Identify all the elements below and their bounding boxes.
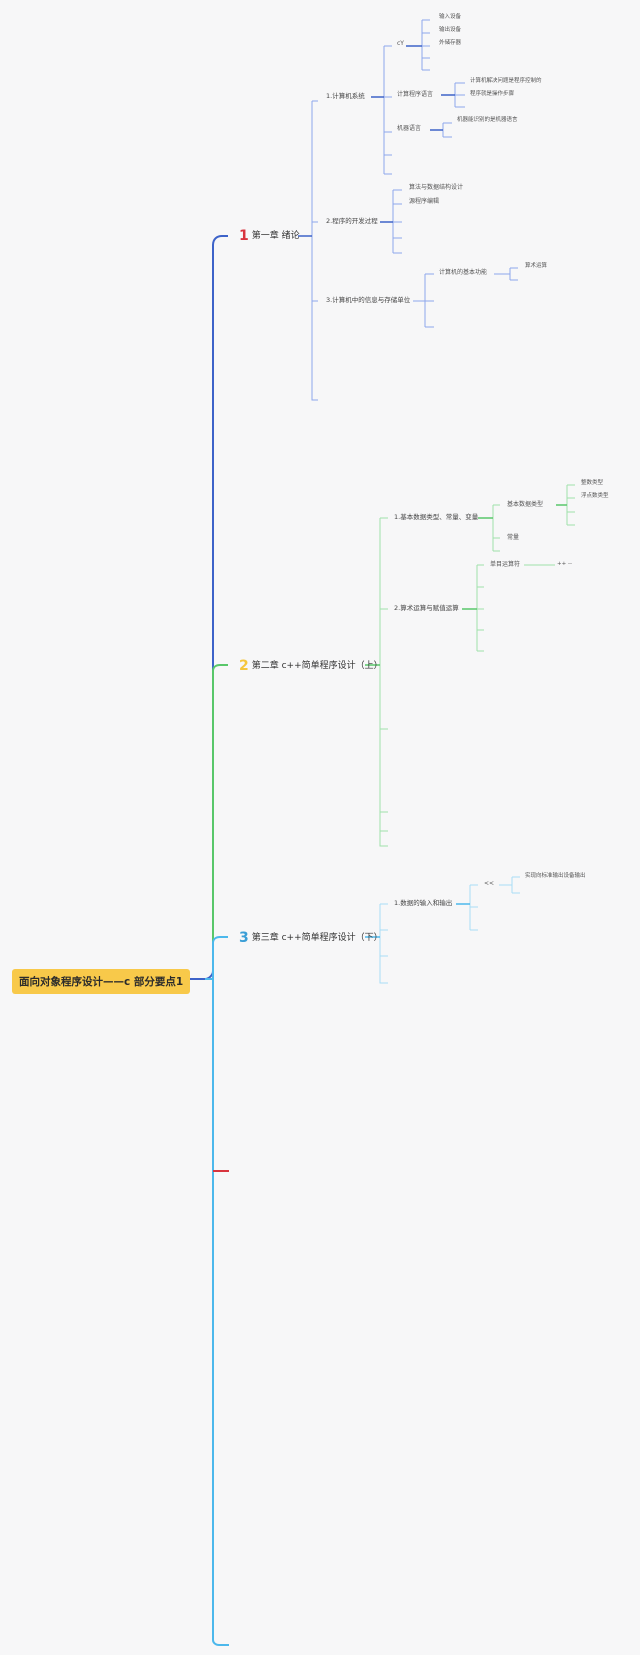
ch1-leaf-input-device[interactable]: 输入设备 bbox=[439, 14, 462, 20]
chapter-1-number: 1 bbox=[239, 228, 249, 244]
ch1-s1-item-language[interactable]: 计算程序语言 bbox=[397, 91, 434, 98]
ch2-section-2[interactable]: 2.算术运算与赋值运算 bbox=[394, 604, 459, 612]
ch1-section-3[interactable]: 3.计算机中的信息与存储单位 bbox=[326, 296, 411, 304]
ch2-leaf-float-type[interactable]: 浮点数类型 bbox=[581, 493, 609, 499]
ch1-s2-item-source-edit[interactable]: 源程序编辑 bbox=[409, 198, 440, 205]
ch1-connectors bbox=[298, 19, 518, 401]
chapter-3-number: 3 bbox=[239, 930, 249, 946]
ch1-leaf-arithmetic[interactable]: 算术运算 bbox=[525, 263, 548, 269]
ch3-main-link bbox=[365, 903, 470, 938]
ch2-s2-item-unary-op[interactable]: 单目运算符 bbox=[490, 561, 521, 568]
trunk-to-ch3 bbox=[212, 936, 228, 979]
ch1-leaf-machine-recognizes[interactable]: 机器能识别的是机器语言 bbox=[457, 117, 518, 123]
ch1-section-1[interactable]: 1.计算机系统 bbox=[326, 92, 365, 100]
ch3-section-1[interactable]: 1.数据的输入和输出 bbox=[394, 899, 453, 907]
ch1-s3-item-basic-function[interactable]: 计算机的基本功能 bbox=[439, 269, 488, 276]
ch3-leaf-standard-output[interactable]: 实现向标准输出设备输出 bbox=[525, 873, 586, 879]
ch1-main-link bbox=[298, 45, 455, 237]
ch1-s1-item-machine-language[interactable]: 机器语言 bbox=[397, 125, 422, 132]
ch2-leaf-integer-type[interactable]: 整数类型 bbox=[581, 480, 604, 486]
ch2-s1-item-basic-types[interactable]: 基本数据类型 bbox=[507, 501, 544, 508]
main-trunk bbox=[185, 235, 229, 1646]
ch1-leaf-storage[interactable]: 外储存器 bbox=[439, 40, 462, 46]
ch2-connectors bbox=[365, 484, 575, 847]
ch1-s1-item-cy[interactable]: cY bbox=[397, 40, 404, 47]
ch3-s1-item-output-op[interactable]: << bbox=[484, 880, 495, 887]
ch1-s2-item-algorithm[interactable]: 算法与数据结构设计 bbox=[409, 184, 464, 191]
chapter-1-title: 第一章 绪论 bbox=[251, 231, 300, 241]
root-topic[interactable]: 面向对象程序设计——c 部分要点1 bbox=[12, 969, 191, 994]
ch1-leaf-program-control[interactable]: 计算机解决问题是程序控制的 bbox=[470, 78, 542, 84]
trunk-to-ch2 bbox=[211, 664, 228, 979]
chapter-2-number: 2 bbox=[239, 658, 249, 674]
ch1-leaf-operation-steps[interactable]: 程序就是操作步骤 bbox=[470, 91, 515, 97]
trunk-down bbox=[205, 978, 229, 1646]
ch2-s1-item-constant[interactable]: 常量 bbox=[507, 534, 520, 541]
ch2-section-1[interactable]: 1.基本数据类型、常量、变量 bbox=[394, 513, 479, 521]
chapter-2-title: 第二章 c++简单程序设计（上） bbox=[251, 661, 383, 671]
ch2-main-link bbox=[365, 504, 567, 666]
ch2-leaf-increment-decrement[interactable]: ++ -- bbox=[557, 561, 572, 567]
chapter-3-title: 第三章 c++简单程序设计（下） bbox=[251, 933, 383, 943]
ch1-section-2[interactable]: 2.程序的开发过程 bbox=[326, 217, 378, 225]
trunk-to-ch1 bbox=[185, 235, 228, 980]
ch1-leaf-output-device[interactable]: 输出设备 bbox=[439, 27, 462, 33]
ch3-connectors bbox=[365, 876, 520, 984]
